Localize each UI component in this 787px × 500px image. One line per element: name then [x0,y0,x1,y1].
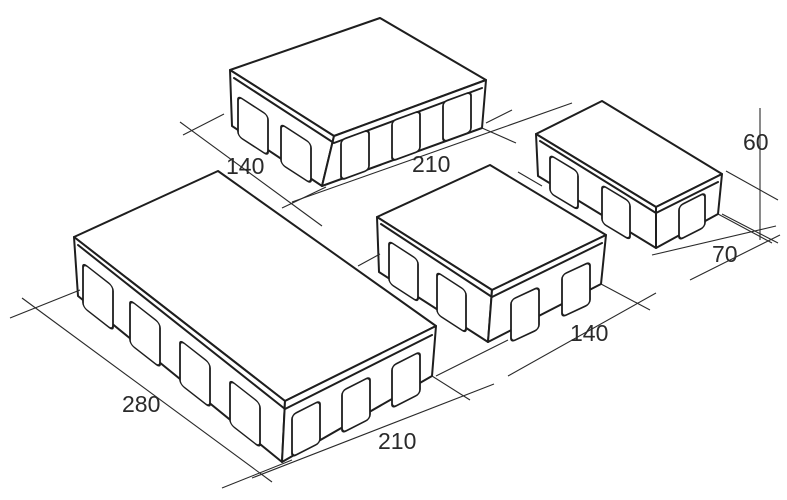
extension-line [221,459,293,489]
dimension-line [507,292,657,377]
block-recess [549,155,579,210]
block-recess [291,401,321,457]
block-recess [340,130,370,180]
dim-label-top-depth: 140 [226,153,264,179]
block-210x140-top [229,17,487,187]
block-recess [510,287,540,342]
dim-label-large-depth: 280 [122,391,160,417]
block-recess [678,193,706,240]
extension-line [721,213,779,244]
extension-line [725,170,779,201]
extension-line [435,339,509,377]
block-recess [391,111,421,161]
block-recess [442,92,472,142]
dim-label-top-width: 210 [412,151,450,177]
extension-line [600,283,651,311]
block-chamfer [233,77,483,144]
block-recess [129,300,161,367]
dim-label-small-width: 70 [712,241,738,267]
extension-line [9,289,81,319]
block-recess [561,262,591,317]
block-chamfer [77,244,433,410]
dimension-line [291,102,573,203]
block-recess [237,96,269,155]
dim-label-large-width: 210 [378,428,416,454]
extension-line [357,253,381,267]
extension-line [481,127,517,144]
dimension-line [251,383,495,479]
extension-line [485,109,513,124]
block-recess [601,185,631,240]
dimension-lines [9,102,781,489]
dimension-line [689,234,781,281]
extension-line [517,171,543,187]
block-recess [388,241,419,302]
block-recess [229,380,261,447]
block-recess [391,352,421,408]
extension-line [717,213,773,244]
block-chamfer [539,140,719,214]
dim-label-small-height: 60 [743,129,769,155]
dimension-line [21,297,273,483]
block-recess [82,263,114,330]
extension-line [182,113,225,136]
dimension-line [179,121,323,227]
block-chamfer [380,223,603,298]
block-recess [436,272,467,333]
extension-line [431,375,471,401]
block-280x210-large [73,170,437,463]
block-recess [280,124,312,183]
block-70-small [535,100,723,249]
dim-label-square-width: 140 [570,320,608,346]
block-140-square [376,164,607,343]
block-recess [341,377,371,433]
block-recess [179,340,211,407]
